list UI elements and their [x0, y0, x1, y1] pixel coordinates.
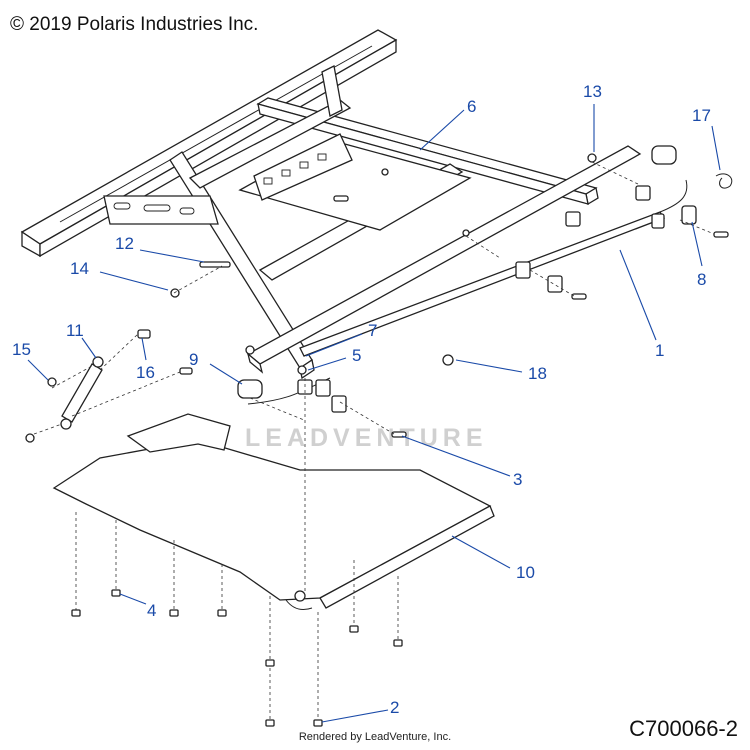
callout-6[interactable]: 6 — [467, 97, 477, 116]
figure-id: C700066-2 — [629, 716, 738, 741]
callout-4[interactable]: 4 — [147, 601, 157, 620]
callout-9[interactable]: 9 — [189, 350, 199, 369]
callout-13[interactable]: 13 — [583, 82, 602, 101]
callout-8[interactable]: 8 — [697, 270, 707, 289]
callout-18[interactable]: 18 — [528, 364, 547, 383]
callout-17[interactable]: 17 — [692, 106, 711, 125]
rendered-by-credit: Rendered by LeadVenture, Inc. — [298, 731, 452, 743]
callout-leaders — [27, 104, 721, 723]
torsion-bar — [237, 145, 697, 413]
callout-2[interactable]: 2 — [390, 698, 400, 717]
callout-11[interactable]: 11 — [66, 321, 84, 340]
callout-16[interactable]: 16 — [136, 363, 155, 382]
callout-10[interactable]: 10 — [516, 563, 535, 582]
callout-14[interactable]: 14 — [70, 259, 89, 278]
callout-12[interactable]: 12 — [115, 234, 134, 253]
cargo-frame — [103, 65, 599, 380]
copyright-text: © 2019 Polaris Industries Inc. — [10, 14, 259, 35]
callout-1[interactable]: 1 — [655, 341, 665, 360]
watermark-text: LEADVENTURE — [245, 424, 488, 452]
gas-strut — [60, 356, 104, 430]
installation-lines — [33, 161, 715, 720]
skid-fasteners — [71, 589, 403, 727]
callout-7[interactable]: 7 — [368, 321, 378, 340]
skid-plate — [52, 413, 495, 611]
callout-5[interactable]: 5 — [352, 346, 362, 365]
callout-15[interactable]: 15 — [12, 340, 31, 359]
callout-3[interactable]: 3 — [513, 470, 523, 489]
